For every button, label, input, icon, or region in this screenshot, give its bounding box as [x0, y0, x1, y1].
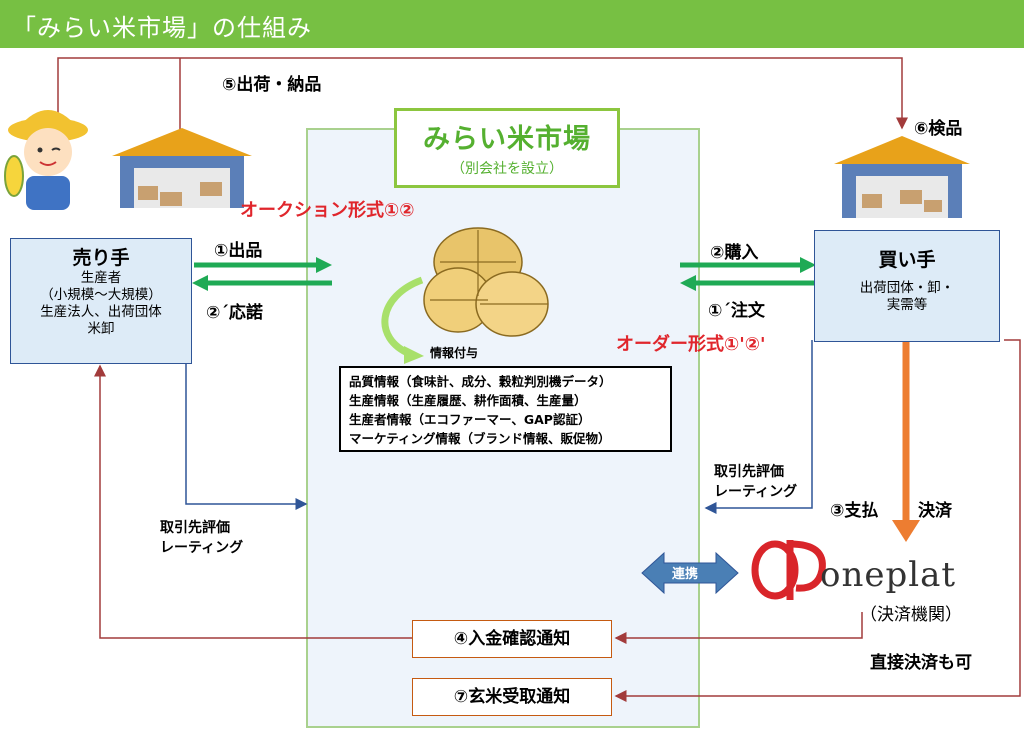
rating-left-line1: 取引先評価 — [160, 520, 230, 536]
buyer-box: 買い手 出荷団体・卸・ 実需等 — [814, 230, 1000, 342]
info-item: 生産者情報（エコファーマー、GAP認証） — [349, 412, 591, 427]
market-name-box: みらい米市場 （別会社を設立） — [394, 108, 620, 188]
rating-left-line2: レーティング — [160, 540, 244, 556]
list-arrow — [316, 257, 332, 273]
rating-left: 取引先評価 レーティング — [160, 518, 243, 558]
order-form-label: オーダー形式①'②' — [616, 334, 766, 355]
rating-right: 取引先評価 レーティング — [714, 462, 797, 502]
link-arrow — [641, 551, 739, 595]
seller-line: 生産者 — [80, 270, 122, 286]
step-settle: 決済 — [918, 501, 952, 521]
accept-arrow — [192, 275, 208, 291]
order-arrow — [680, 275, 696, 291]
seller-title: 売り手 — [72, 247, 130, 269]
farmer-icon — [4, 110, 88, 210]
rice-bales-icon — [423, 227, 549, 337]
info-item: マーケティング情報（ブランド情報、販促物） — [349, 431, 611, 446]
seller-line: 米卸 — [87, 321, 115, 337]
info-label: 情報付与 — [430, 346, 479, 360]
rating-right-line — [704, 340, 813, 514]
step-list: ①出品 — [214, 241, 263, 261]
buy-arrow — [800, 257, 816, 273]
buyer-line: 実需等 — [886, 297, 928, 313]
seller-warehouse-icon — [112, 128, 252, 208]
seller-box: 売り手 生産者 （小規模～大規模） 生産法人、出荷団体 米卸 — [10, 238, 192, 364]
step-ship: ⑤出荷・納品 — [222, 75, 322, 95]
oneplat-name: oneplat — [820, 555, 957, 595]
seller-line: （小規模～大規模） — [40, 287, 162, 303]
step-accept: ②´応諾 — [206, 303, 263, 323]
buyer-line: 出荷団体・卸・ — [859, 280, 955, 296]
step-inspect: ⑥検品 — [914, 119, 963, 139]
page-title: 「みらい米市場」の仕組み — [12, 14, 312, 42]
info-item: 品質情報（食味計、成分、穀粒判別機データ） — [349, 374, 612, 389]
deposit-to-seller-line — [94, 364, 412, 639]
receipt-line — [614, 339, 1021, 702]
step-pay: ③支払 — [830, 501, 879, 521]
step-buy: ②購入 — [710, 243, 759, 263]
info-item: 生産情報（生産履歴、耕作面積、生産量） — [349, 393, 587, 408]
buyer-title: 買い手 — [878, 249, 936, 271]
receipt-notice: ⑦玄米受取通知 — [412, 678, 612, 716]
link-label: 連携 — [672, 567, 699, 582]
title-bar: 「みらい米市場」の仕組み — [0, 0, 1024, 48]
rating-left-line — [185, 364, 308, 510]
deposit-notice: ④入金確認通知 — [412, 620, 612, 658]
payment-arrow — [892, 520, 920, 542]
rating-right-line1: 取引先評価 — [714, 464, 784, 480]
seller-line: 生産法人、出荷団体 — [40, 304, 162, 320]
oneplat-logo-icon — [751, 540, 826, 600]
direct-settlement-note: 直接決済も可 — [870, 653, 972, 673]
shipping-line — [57, 57, 908, 130]
info-curve-arrow — [381, 276, 424, 358]
market-sub: （別会社を設立） — [451, 161, 563, 177]
market-name: みらい米市場 — [423, 124, 591, 155]
oneplat-sub: （決済機関） — [860, 605, 962, 625]
deposit-line — [614, 612, 863, 644]
step-order: ①´注文 — [708, 301, 765, 321]
rating-right-line2: レーティング — [714, 484, 798, 500]
buyer-warehouse-icon — [834, 136, 970, 218]
auction-label: オークション形式①② — [240, 200, 415, 221]
info-box: 品質情報（食味計、成分、穀粒判別機データ） 生産情報（生産履歴、耕作面積、生産量… — [339, 366, 672, 452]
